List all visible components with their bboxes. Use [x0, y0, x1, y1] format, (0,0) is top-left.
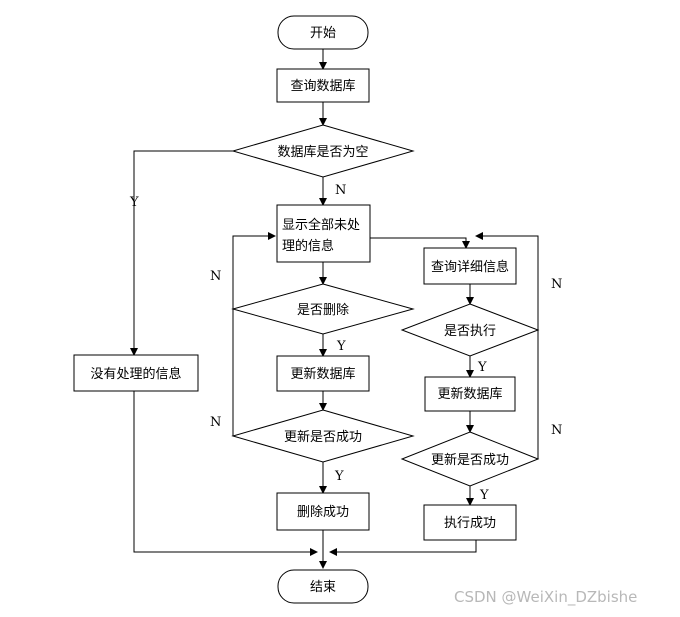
label-n-update-right: N [551, 423, 562, 438]
node-delete-ok-label: 删除成功 [297, 505, 349, 520]
node-query-db-label: 查询数据库 [290, 78, 355, 94]
node-start-label: 开始 [310, 26, 336, 41]
node-query-db: 查询数据库 [276, 68, 370, 103]
node-no-info-label: 没有处理的信息 [90, 366, 181, 382]
node-update-db-right-label: 更新数据库 [437, 386, 502, 402]
edge-delete-no-loop [232, 232, 276, 309]
node-no-info: 没有处理的信息 [73, 354, 199, 392]
edges [130, 49, 539, 569]
node-update-ok-left-label: 更新是否成功 [284, 429, 362, 445]
node-query-detail: 查询详细信息 [423, 247, 517, 285]
node-update-db-left-label: 更新数据库 [290, 366, 355, 382]
node-execute-decision: 是否执行 [400, 303, 540, 357]
node-update-db-left: 更新数据库 [276, 355, 370, 392]
node-update-ok-right-label: 更新是否成功 [431, 452, 509, 468]
node-query-detail-label: 查询详细信息 [431, 259, 509, 275]
node-execute-label: 是否执行 [444, 324, 496, 339]
node-update-db-right: 更新数据库 [424, 376, 516, 412]
node-execute-ok: 执行成功 [423, 504, 517, 541]
node-delete-label: 是否删除 [297, 303, 349, 318]
edge-exec-ok-to-end [329, 540, 477, 556]
node-execute-ok-label: 执行成功 [444, 516, 496, 531]
node-update-ok-left-decision: 更新是否成功 [231, 409, 415, 463]
label-n-execute: N [551, 277, 562, 292]
label-n-update-left: N [210, 415, 221, 430]
node-end-label: 结束 [310, 580, 336, 595]
node-db-empty-decision: 数据库是否为空 [231, 124, 415, 178]
label-y-execute: Y [477, 360, 487, 375]
label-n-delete: N [210, 269, 221, 284]
watermark: CSDN @WeiXin_DZbishe [454, 588, 638, 606]
edge-labels: Y N N Y N Y N Y N Y [129, 183, 562, 503]
node-delete-ok: 删除成功 [276, 492, 370, 531]
label-y-delete: Y [336, 339, 346, 354]
node-show-all: 显示全部未处 理的信息 [276, 204, 371, 263]
edge-execute-no-loop [475, 232, 539, 330]
label-y-update-right: Y [479, 488, 489, 503]
edge-show-to-detail [370, 237, 470, 249]
node-db-empty-label: 数据库是否为空 [277, 144, 368, 160]
label-y-empty: Y [129, 195, 139, 210]
node-show-all-line1: 显示全部未处 [282, 217, 360, 233]
node-show-all-line2: 理的信息 [282, 238, 334, 254]
node-end: 结束 [277, 569, 369, 604]
node-delete-decision: 是否删除 [231, 283, 415, 335]
label-n-empty: N [335, 183, 346, 198]
node-update-ok-right-decision: 更新是否成功 [400, 431, 540, 487]
node-start: 开始 [277, 15, 369, 50]
label-y-update-left: Y [334, 469, 344, 484]
edge-empty-yes-to-no-info [130, 150, 233, 356]
edge-no-info-to-end [133, 391, 318, 556]
